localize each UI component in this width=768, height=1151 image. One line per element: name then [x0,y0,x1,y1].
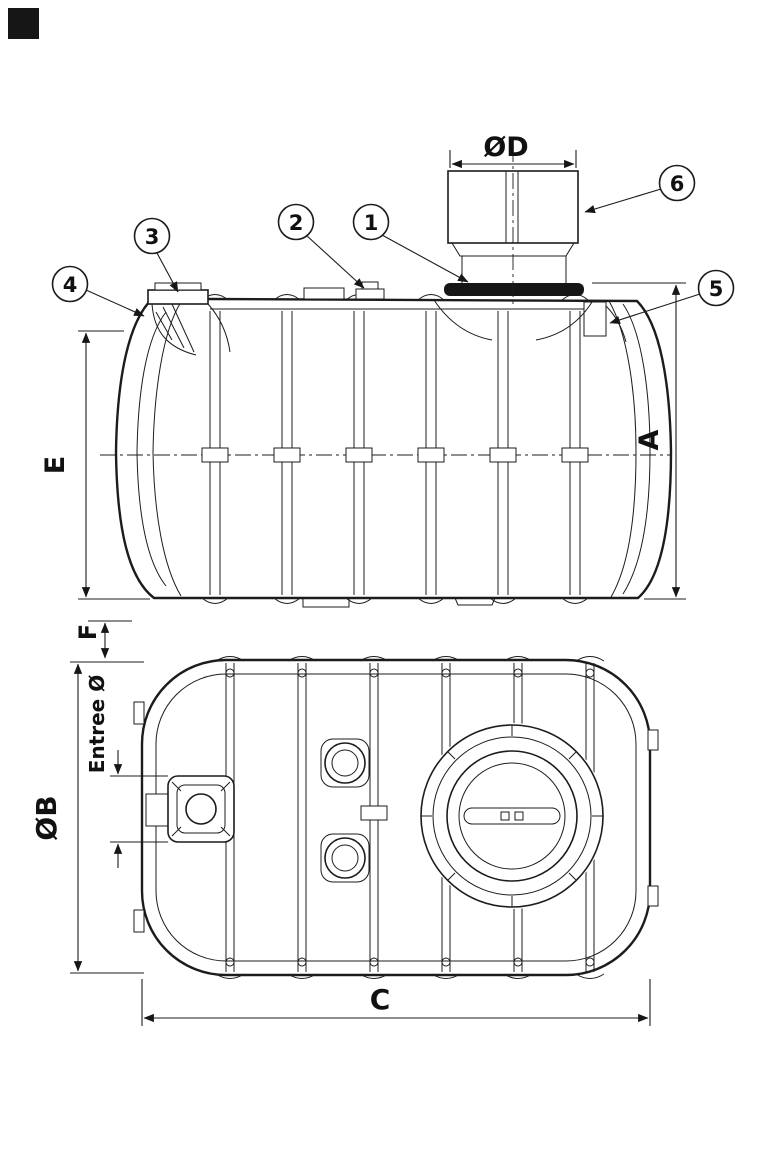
callout-2-number: 2 [289,211,304,235]
dome-curve-left [433,299,493,341]
plan-rib-clamp [360,805,388,821]
callout-5: 5 [609,269,735,324]
dome-curve-right [535,301,593,341]
small-port-bottom [320,833,370,883]
manhole-plan [419,723,605,909]
dim-b-label: ØB [30,795,63,840]
callout-6-number: 6 [670,172,685,196]
dim-e-label: E [40,456,71,474]
right-port [583,301,627,343]
dim-d-label: ØD [483,132,528,163]
bottom-foot-small [454,597,496,606]
dim-f-label: F [74,624,102,640]
callout-3-balloon [133,217,171,255]
plan-view: F Entree Ø ØB C [30,620,659,1026]
callout-3-number: 3 [145,225,160,249]
callout-4-number: 4 [63,273,78,297]
callout-1-number: 1 [364,211,379,235]
callout-5-balloon [697,269,735,307]
small-port-top [320,738,370,788]
manhole-assembly [444,170,584,296]
bottom-foot [302,598,350,608]
callout-5-number: 5 [709,277,724,301]
top-handle [303,287,345,300]
side-ribs [201,294,589,604]
rib-clamps [201,447,589,463]
plan-outline [140,658,652,977]
dimension-c: C [141,979,651,1026]
callout-3: 3 [133,217,179,293]
dimension-b: ØB [30,661,144,974]
dimension-f: F [74,620,132,659]
callout-1: 1 [352,203,469,283]
inlet-diameter-label: Entree Ø [85,675,109,773]
inlet-port [145,775,235,843]
dim-a-label: A [634,429,665,450]
manhole-neck [461,255,567,287]
callout-4: 4 [51,265,145,317]
page-corner-marker [8,8,39,39]
manhole-seal [444,283,584,296]
dim-c-label: C [370,983,391,1016]
side-view: ØD E A 1 2 3 [40,132,735,608]
dimension-inlet: Entree Ø [85,675,168,868]
callout-6-balloon [658,164,696,202]
tank-outline [114,297,673,600]
callout-4-balloon [51,265,89,303]
callout-2-balloon [277,203,315,241]
callout-6: 6 [584,164,696,214]
left-vent-port [147,282,231,356]
dimension-d: ØD [449,132,577,169]
manhole-handle [463,807,561,825]
dimension-a: A [592,282,686,600]
callout-1-balloon [352,203,390,241]
callout-2: 2 [277,203,365,289]
dimension-e: E [40,330,150,600]
